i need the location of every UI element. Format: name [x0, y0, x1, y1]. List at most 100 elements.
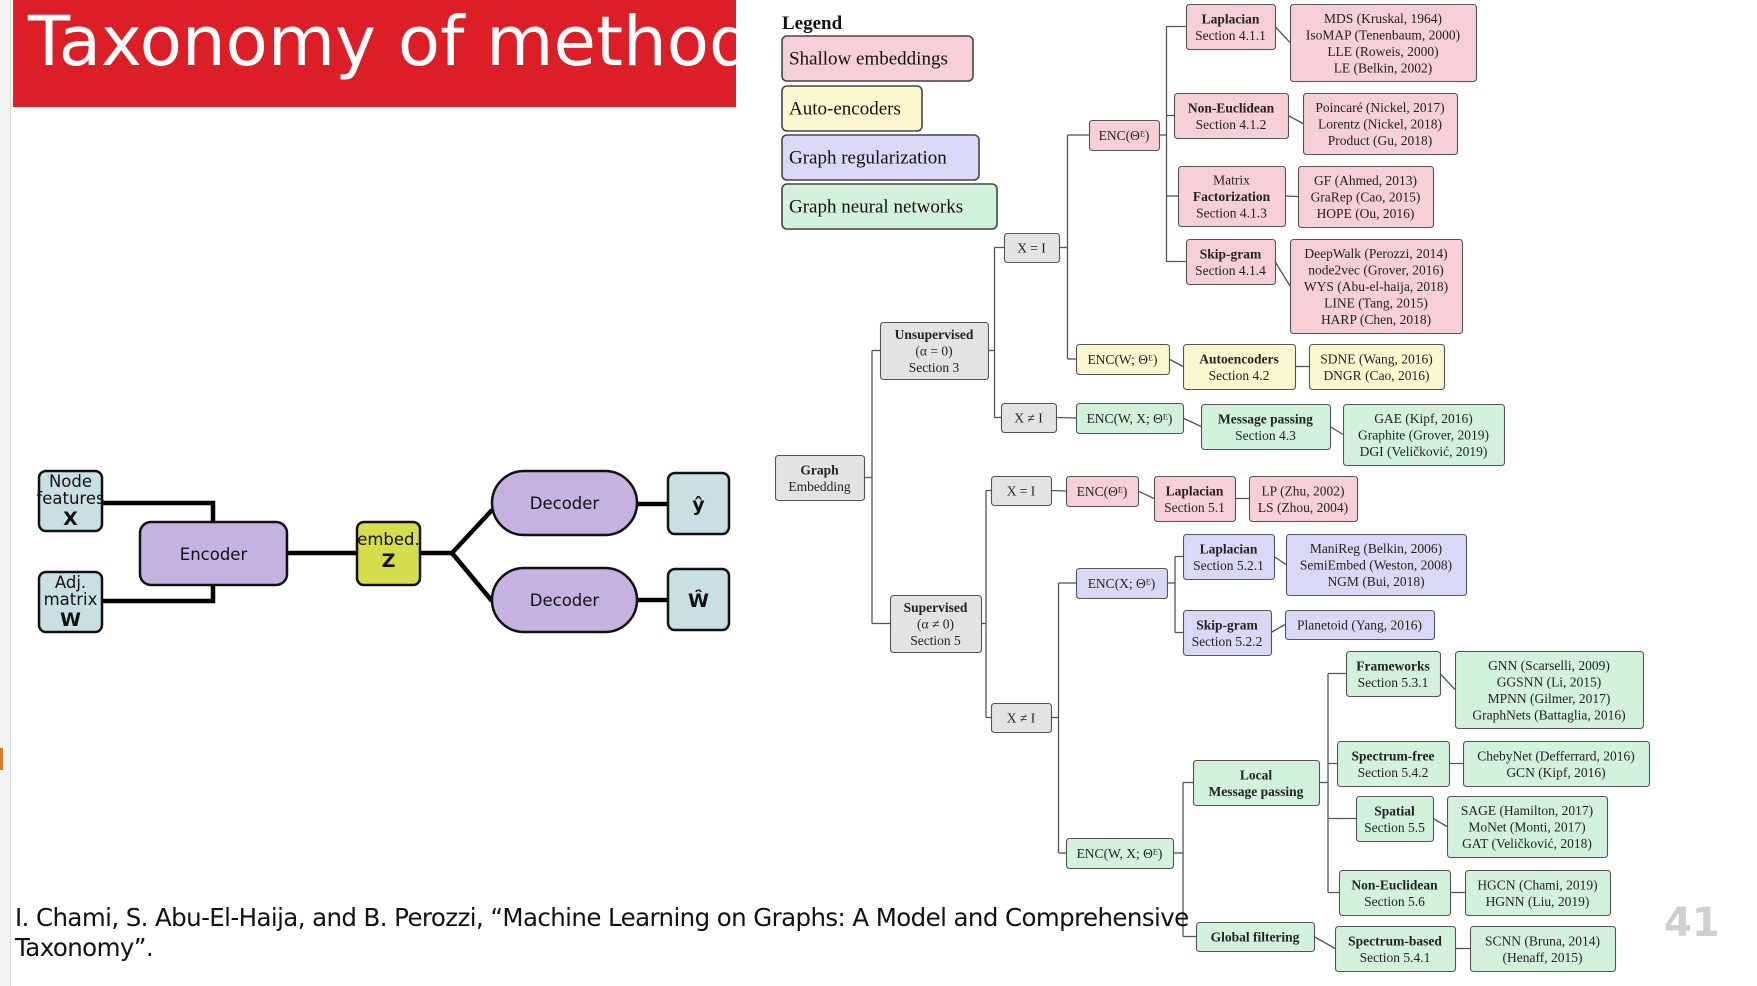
node-label: GraphNets (Battaglia, 2016) — [1472, 707, 1625, 722]
node-label: GGSNN (Li, 2015) — [1497, 674, 1602, 689]
node-label: (Henaff, 2015) — [1503, 950, 1583, 965]
node-label: MDS (Kruskal, 1964) — [1324, 11, 1442, 26]
adj-matrix-box-label: W — [60, 609, 81, 631]
legend-label: Auto-encoders — [789, 99, 901, 120]
node-s-enc-theta: ENC(Θᴱ) — [1065, 475, 1140, 508]
node-box — [1308, 343, 1446, 391]
slide-marker — [0, 748, 3, 770]
node-box — [1192, 759, 1321, 807]
embed-box-label: Z — [382, 550, 396, 572]
node-box — [1284, 609, 1436, 641]
legend-item: Graph neural networks — [781, 183, 998, 230]
citation: I. Chami, S. Abu-El-Haija, and B. Perozz… — [15, 903, 1189, 962]
node-box — [1345, 650, 1442, 698]
node-s-laplacian1-methods: LP (Zhu, 2002)LS (Zhou, 2004) — [1248, 475, 1359, 523]
node-box — [1182, 609, 1273, 657]
node-box — [1338, 869, 1452, 917]
node-label: NGM (Bui, 2018) — [1327, 574, 1424, 589]
node-label: HGNN (Liu, 2019) — [1486, 894, 1590, 909]
node-label: IsoMAP (Tenenbaum, 2000) — [1306, 27, 1460, 42]
decoder-top-box-label: Decoder — [530, 494, 600, 513]
node-box — [990, 475, 1053, 507]
node-s-global: Global filtering — [1195, 921, 1316, 953]
encoder-box: Encoder — [138, 520, 289, 587]
node-label: Autoencoders — [1199, 351, 1279, 366]
node-u-skipgram-methods: DeepWalk (Perozzi, 2014)node2vec (Grover… — [1289, 238, 1464, 335]
node-box — [1289, 3, 1478, 83]
node-box — [1342, 403, 1506, 467]
node-box — [1182, 533, 1276, 581]
node-label: ManiReg (Belkin, 2006) — [1310, 541, 1442, 556]
link-connector — [1274, 26, 1291, 43]
encoder-box-shape — [138, 520, 289, 587]
node-label: HGCN (Chami, 2019) — [1477, 877, 1597, 892]
node-box — [1336, 740, 1451, 788]
legend-swatch — [781, 183, 998, 230]
node-label: LP (Zhu, 2002) — [1261, 483, 1344, 498]
node-label: Section 4.1.3 — [1196, 206, 1267, 221]
node-box — [1248, 475, 1359, 523]
node-label: Laplacian — [1202, 11, 1260, 26]
node-label: Section 5.4.2 — [1358, 765, 1429, 780]
node-box — [1173, 92, 1290, 140]
node-u-laplacian-methods: MDS (Kruskal, 1964)IsoMAP (Tenenbaum, 20… — [1289, 3, 1478, 83]
node-features-box-shape — [37, 469, 104, 533]
adj-matrix-box-label: Adj. — [55, 573, 86, 592]
node-box — [1289, 238, 1464, 335]
node-label: ENC(W, X; Θᴱ) — [1077, 846, 1163, 861]
link-connector — [1273, 555, 1287, 566]
embed-box-shape — [355, 520, 422, 587]
legend-item: Shallow embeddings — [781, 35, 974, 82]
node-box — [1003, 232, 1061, 264]
node-label: X = I — [1007, 484, 1036, 499]
node-label: Lorentz (Nickel, 2018) — [1318, 117, 1442, 132]
decoder-top-box: Decoder — [490, 469, 639, 537]
node-box — [1075, 402, 1185, 435]
node-features-box-label: features — [36, 489, 104, 508]
node-s-specfree-methods: ChebyNet (Defferrard, 2016)GCN (Kipf, 20… — [1462, 740, 1651, 788]
node-box — [1000, 402, 1058, 434]
node-label: Section 4.1.4 — [1195, 263, 1266, 278]
node-label: Section 5.4.1 — [1360, 950, 1431, 965]
node-u-matrix-methods: GF (Ahmed, 2013)GraRep (Cao, 2015)HOPE (… — [1297, 165, 1435, 229]
node-label: DNGR (Cao, 2016) — [1323, 368, 1429, 383]
node-box — [1065, 475, 1140, 508]
output-top-box-shape — [666, 471, 731, 536]
node-s-spatial-methods: SAGE (Hamilton, 2017)MoNet (Monti, 2017)… — [1446, 795, 1609, 859]
node-box — [774, 454, 866, 502]
node-label: HOPE (Ou, 2016) — [1317, 206, 1415, 221]
node-label: Frameworks — [1356, 658, 1429, 673]
node-label: GF (Ahmed, 2013) — [1314, 173, 1417, 188]
node-box — [1462, 740, 1651, 788]
edge-fork-decoder-top — [450, 508, 494, 555]
node-label: LE (Belkin, 2002) — [1334, 60, 1433, 75]
node-label: Laplacian — [1200, 541, 1258, 556]
node-label: Planetoid (Yang, 2016) — [1297, 618, 1422, 633]
node-label: Message passing — [1218, 411, 1313, 426]
node-label: Section 4.3 — [1235, 428, 1296, 443]
node-label: DGI (Veličković, 2019) — [1360, 444, 1488, 459]
node-u-autoencoders-methods: SDNE (Wang, 2016)DNGR (Cao, 2016) — [1308, 343, 1446, 391]
node-box — [1469, 925, 1617, 973]
embed-box-label: embed. — [357, 530, 420, 549]
node-box — [1088, 119, 1161, 152]
node-label: Spectrum-based — [1348, 933, 1442, 948]
node-s-skipgram-methods: Planetoid (Yang, 2016) — [1284, 609, 1436, 641]
node-label: Section 5.3.1 — [1358, 675, 1429, 690]
legend-label: Graph regularization — [789, 148, 947, 169]
node-features-box-label: X — [63, 508, 78, 530]
legend-swatch — [781, 85, 923, 132]
node-box — [1195, 921, 1316, 953]
node-label: GNN (Scarselli, 2009) — [1488, 658, 1610, 673]
node-label: node2vec (Grover, 2016) — [1308, 263, 1444, 278]
node-label: ENC(W; Θᴱ) — [1087, 352, 1157, 367]
node-label: Spectrum-free — [1352, 748, 1435, 763]
node-box — [1355, 795, 1435, 843]
